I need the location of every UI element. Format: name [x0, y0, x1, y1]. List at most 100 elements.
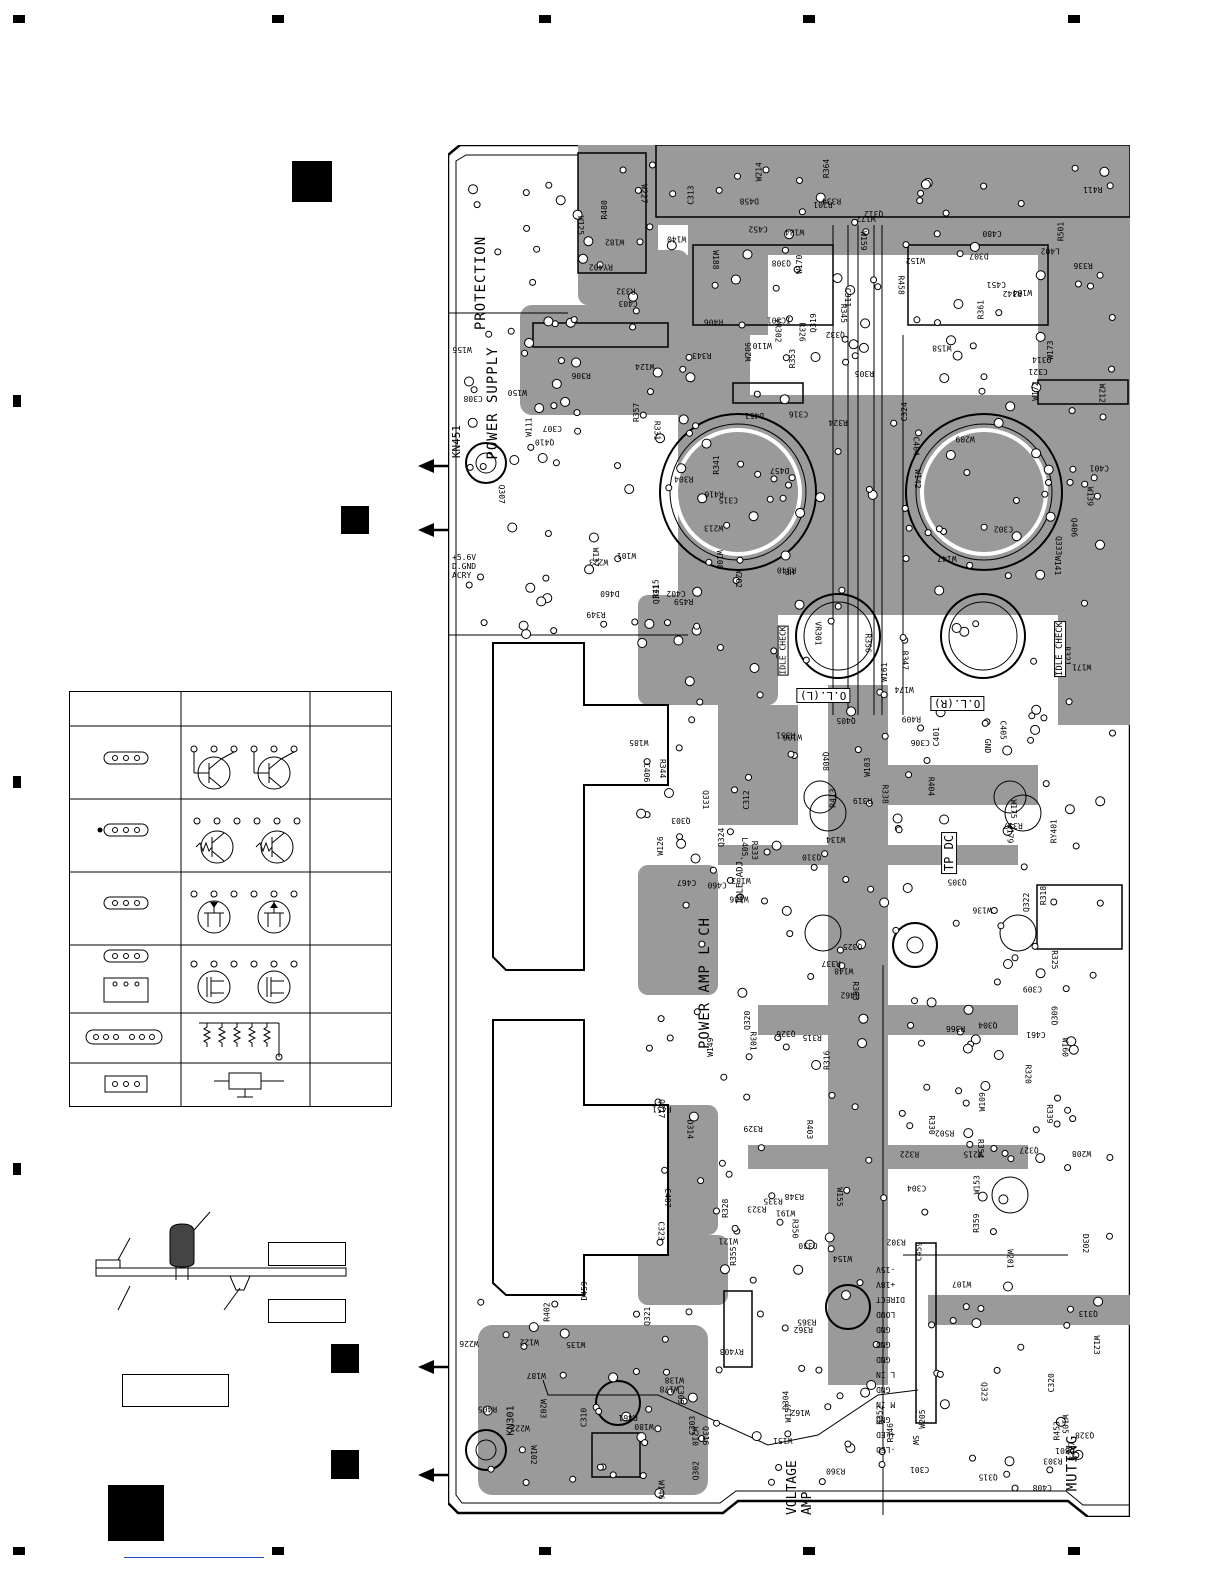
solder-pad	[473, 201, 481, 209]
solder-pad	[854, 746, 862, 754]
component-designator: R316	[823, 1050, 832, 1069]
solder-pad	[836, 1392, 844, 1400]
solder-pad	[1095, 796, 1106, 807]
solder-pad	[664, 619, 671, 627]
idle-check-left-label: IDLE CHECK	[777, 625, 789, 676]
solder-pad	[725, 1170, 733, 1178]
component-designator: R333	[750, 841, 759, 860]
solder-pad	[701, 438, 712, 449]
idle-check-right-label: IDLE CHECK	[1054, 620, 1067, 678]
ol-right-label: O.L.(R)	[930, 696, 985, 711]
component-designator: R337	[821, 959, 840, 968]
component-designator: D304	[782, 1390, 791, 1409]
connector-pin-label: GND	[876, 1385, 891, 1394]
solder-pad	[952, 919, 960, 927]
component-designator: C323	[657, 1221, 666, 1240]
solder-pad	[1050, 898, 1058, 906]
solder-pad	[558, 357, 565, 365]
component-designator: W111	[524, 417, 533, 436]
component-designator: R405	[478, 1405, 497, 1414]
component-designator: R344	[658, 759, 667, 778]
solder-pad	[614, 555, 622, 563]
solder-pad	[1054, 1094, 1061, 1102]
solder-pad	[1072, 842, 1080, 850]
solder-pad	[661, 1335, 669, 1343]
component-designator: R305	[855, 369, 874, 378]
solder-pad	[933, 230, 941, 238]
solder-pad	[874, 283, 882, 291]
component-designator: R320	[1024, 1065, 1033, 1084]
solder-pad	[768, 1192, 776, 1200]
solder-pad	[637, 638, 648, 648]
solder-pad	[878, 1461, 886, 1468]
component-designator: R342	[1002, 289, 1021, 298]
component-designator: C316	[789, 409, 808, 418]
solder-pad	[980, 182, 988, 190]
solder-pad	[749, 1276, 757, 1284]
solder-pad	[468, 184, 478, 195]
component-designator: R339	[1045, 1104, 1054, 1123]
component-designator: R343	[692, 351, 711, 360]
solder-pad	[841, 1290, 851, 1301]
component-designator: W121	[719, 1237, 738, 1246]
component-designator: C308	[463, 394, 482, 403]
component-designator: Q405	[836, 716, 855, 725]
solder-pad	[1069, 465, 1077, 473]
solder-pad	[523, 224, 531, 232]
component-designator: W160	[1061, 1038, 1070, 1057]
component-designator: C307	[543, 424, 562, 433]
solder-pad	[1046, 1466, 1054, 1474]
solder-pad	[980, 1081, 991, 1091]
solder-pad	[1035, 569, 1046, 580]
solder-pad	[892, 813, 903, 824]
solder-pad	[524, 337, 535, 348]
solder-pad	[786, 315, 793, 323]
solder-pad	[905, 524, 913, 532]
component-designator: Q328	[1075, 1430, 1094, 1439]
solder-pad	[997, 922, 1005, 930]
component-designator: W101	[617, 551, 636, 560]
component-designator: R406	[704, 317, 723, 326]
component-designator: W170	[795, 254, 804, 273]
solder-pad	[522, 1479, 530, 1486]
component-designator: W146	[657, 1480, 666, 1499]
component-designator: D459	[580, 1281, 589, 1300]
component-designator: R352	[876, 1405, 885, 1424]
component-designator: GND	[983, 739, 992, 754]
solder-pad	[521, 349, 529, 357]
solder-pad	[899, 634, 907, 641]
registration-mark	[13, 776, 21, 788]
solder-pad	[969, 1454, 976, 1462]
solder-pad	[657, 1015, 665, 1023]
solder-pad	[851, 1103, 859, 1111]
solder-pad	[522, 189, 530, 197]
solder-pad	[654, 1488, 665, 1499]
ol-left-label: O.L.(L)	[796, 688, 851, 703]
callout-box	[268, 1299, 346, 1323]
solder-pad	[465, 581, 473, 589]
solder-pad	[916, 197, 924, 205]
component-designator: W150	[508, 388, 527, 397]
connector-pin-label: GND	[876, 1415, 891, 1424]
component-designator: Q406	[1070, 518, 1079, 537]
solder-pad	[942, 209, 950, 217]
component-designator: R459	[674, 597, 693, 606]
solder-pad	[951, 623, 962, 633]
solder-pad	[1002, 825, 1013, 836]
component-designator: C452	[748, 225, 767, 234]
component-designator: W201	[1005, 1249, 1014, 1268]
solder-pad	[786, 930, 794, 938]
solder-pad	[895, 826, 903, 834]
component-designator: Q333	[1054, 536, 1063, 555]
connector-pin-label: LOUD	[876, 1310, 896, 1319]
solder-pad	[572, 209, 583, 220]
solder-pad	[656, 1238, 664, 1246]
solder-pad	[619, 166, 627, 174]
solder-pad	[690, 853, 701, 864]
solder-pad	[477, 573, 484, 581]
component-designator: Q312	[864, 209, 883, 218]
solder-pad	[482, 1405, 493, 1416]
solder-pad	[559, 1328, 570, 1339]
solder-pad	[798, 208, 806, 216]
solder-pad	[1017, 1343, 1025, 1351]
